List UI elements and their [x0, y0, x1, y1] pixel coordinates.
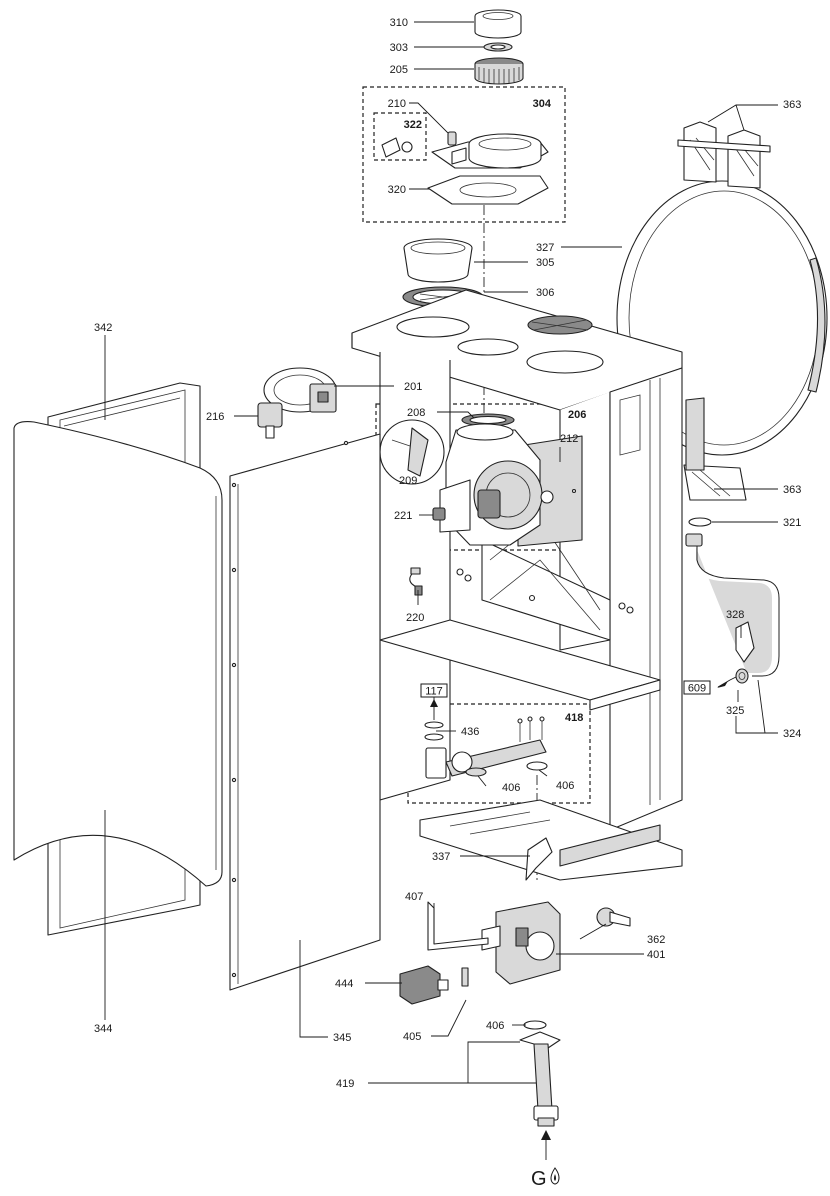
label-320: 320	[388, 184, 406, 196]
part-362-connector	[596, 907, 631, 927]
part-401-gas-valve	[481, 901, 561, 985]
part-419-gas-inlet-pipe	[519, 1031, 561, 1127]
label-418: 418	[565, 712, 583, 724]
label-363-lower: 363	[783, 484, 801, 496]
part-320-gasket	[427, 175, 549, 205]
part-210-screw	[447, 131, 457, 146]
label-345: 345	[333, 1032, 351, 1044]
part-322-sensor	[381, 137, 413, 158]
part-303-seal-ring	[483, 42, 513, 52]
part-345-side-panel	[229, 433, 381, 991]
part-344-front-cover	[13, 421, 223, 887]
part-201-pressure-switch	[263, 367, 337, 413]
label-342: 342	[94, 322, 112, 334]
label-328: 328	[726, 609, 744, 621]
part-209-detail-circle	[379, 419, 445, 485]
label-220: 220	[406, 612, 424, 624]
label-210: 210	[388, 98, 406, 110]
label-305: 305	[536, 257, 554, 269]
ref-box-609: 609	[683, 680, 711, 695]
label-205: 205	[390, 64, 408, 76]
part-labels: 310 303 205 210 304 322 320 363 327 305 …	[94, 17, 801, 1190]
part-406-washer-c	[523, 1020, 547, 1030]
part-221-connector	[432, 507, 446, 521]
part-418-gas-manifold	[425, 716, 547, 779]
part-220-sensor-lead	[409, 567, 423, 596]
part-436-seals	[424, 721, 444, 741]
label-201: 201	[404, 381, 422, 393]
part-406-washer-b	[526, 761, 548, 771]
label-216: 216	[206, 411, 224, 423]
label-322: 322	[404, 119, 422, 131]
part-305-flue-spigot	[403, 238, 473, 283]
label-362: 362	[647, 934, 665, 946]
part-216-pressure-switch-base	[257, 402, 283, 439]
label-208: 208	[407, 407, 425, 419]
part-205-threaded-ring	[474, 57, 524, 85]
label-209: 209	[399, 475, 417, 487]
label-405: 405	[403, 1031, 421, 1043]
label-325: 325	[726, 705, 744, 717]
part-321-washer	[688, 517, 712, 527]
label-436: 436	[461, 726, 479, 738]
part-337-bracket	[525, 837, 553, 881]
label-gas-inlet: G	[531, 1168, 547, 1190]
part-324-pipe	[685, 533, 780, 679]
label-310: 310	[390, 17, 408, 29]
part-304-flue-adapter	[431, 133, 549, 169]
label-221: 221	[394, 510, 412, 522]
part-405-clip	[461, 967, 469, 987]
label-406-b: 406	[556, 780, 574, 792]
label-306: 306	[536, 287, 554, 299]
label-212: 212	[560, 433, 578, 445]
label-444: 444	[335, 978, 353, 990]
label-304: 304	[533, 98, 552, 110]
label-344: 344	[94, 1023, 112, 1035]
label-406-a: 406	[502, 782, 520, 794]
label-406-c: 406	[486, 1020, 504, 1032]
label-324: 324	[783, 728, 801, 740]
part-325-nut	[735, 668, 749, 684]
label-401: 401	[647, 949, 665, 961]
label-327: 327	[536, 242, 554, 254]
flame-icon	[550, 1167, 560, 1185]
part-444-coil	[399, 965, 449, 1005]
label-321: 321	[783, 517, 801, 529]
ref-117-text: 117	[425, 686, 443, 698]
ref-609-text: 609	[688, 683, 706, 695]
part-310-flue-cap	[474, 9, 522, 39]
part-363-bracket-top	[677, 121, 771, 189]
part-208-fan-seal	[461, 413, 515, 427]
part-363-bracket-lower	[683, 397, 747, 501]
part-206-fan	[439, 423, 554, 546]
part-406-washer-a	[465, 767, 487, 777]
label-407: 407	[405, 891, 423, 903]
leader-lines	[104, 21, 778, 1084]
label-303: 303	[390, 42, 408, 54]
assembly-box-304	[362, 86, 566, 223]
gas-inlet-arrow	[541, 1130, 551, 1160]
ref-box-117: 117	[420, 683, 448, 698]
label-206: 206	[568, 409, 586, 421]
label-419: 419	[336, 1078, 354, 1090]
part-328-clip	[735, 621, 755, 663]
label-337: 337	[432, 851, 450, 863]
part-407-gas-pipe	[427, 901, 489, 951]
label-363-top: 363	[783, 99, 801, 111]
